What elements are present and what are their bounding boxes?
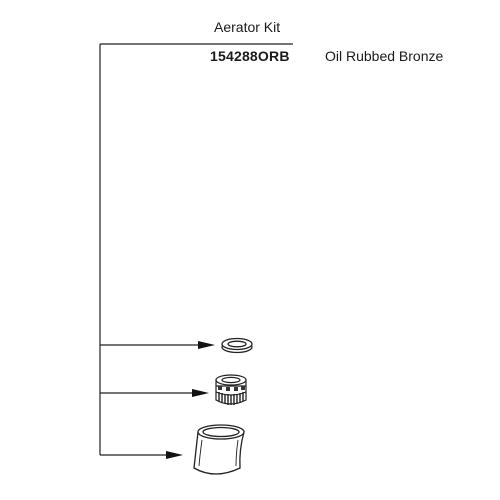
kit-title: Aerator Kit <box>214 19 281 35</box>
arrow-housing-icon <box>166 451 183 459</box>
leader-lines <box>99 43 293 456</box>
finish-name: Oil Rubbed Bronze <box>325 48 444 64</box>
arrow-washer-icon <box>198 341 215 349</box>
aerator-insert-part <box>215 374 247 405</box>
part-number: 154288ORB <box>210 48 290 64</box>
arrow-insert-icon <box>192 389 209 397</box>
arrowheads <box>166 341 215 459</box>
aerator-housing-part <box>193 424 245 475</box>
washer-ring-part <box>221 337 253 354</box>
